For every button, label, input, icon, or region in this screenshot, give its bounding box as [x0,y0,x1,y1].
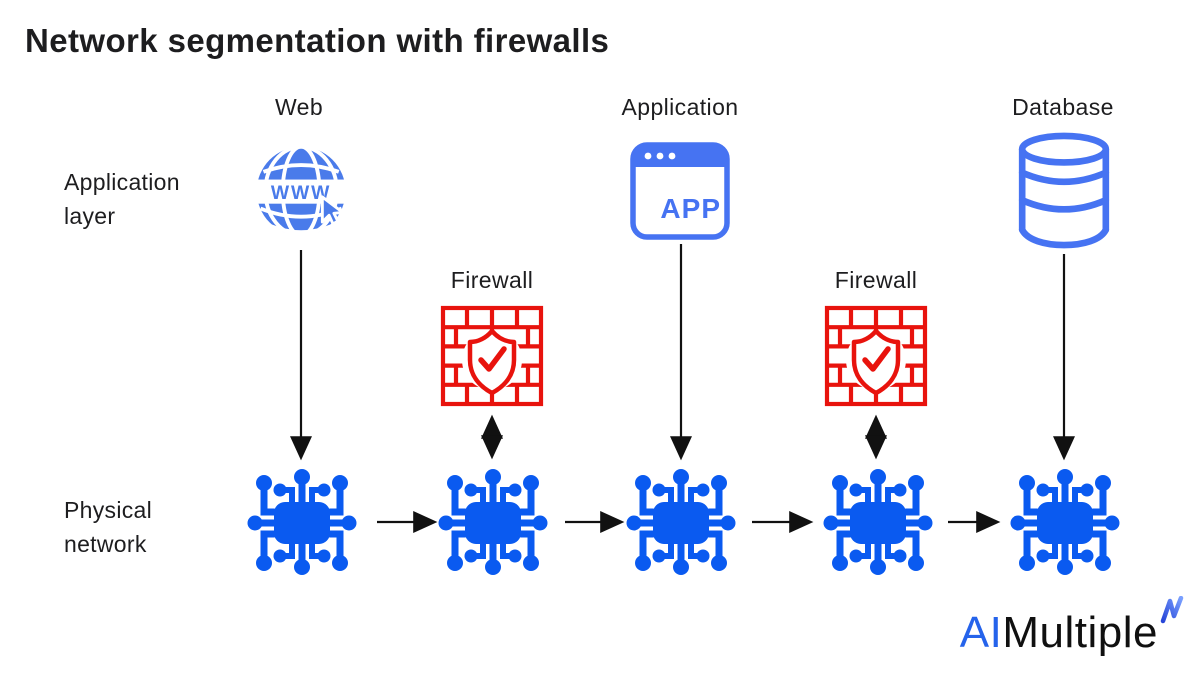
row-label-line: Physical [64,497,153,523]
column-label-database: Database [1012,94,1114,120]
brand-logo: AIMultiple [960,608,1158,658]
row-label-line: layer [64,203,116,229]
network-chip-icon [621,462,741,582]
column-label-application: Application [621,94,739,120]
logo-prefix: AI [959,608,1003,657]
physical-network-node [242,462,362,582]
row-label-line: Application [64,169,180,195]
firewall-brick-shield-icon [824,305,928,407]
network-chip-icon [1005,462,1125,582]
logo-bolt-icon [1160,596,1184,624]
row-label-line: network [64,531,147,557]
network-chip-icon [433,462,553,582]
cursor-arrow-icon [320,195,345,226]
firewall-label-right: Firewall [834,267,918,293]
physical-network-node [818,462,938,582]
network-chip-icon [818,462,938,582]
globe-www-text: WWW [271,183,331,204]
network-chip-icon [242,462,362,582]
app-window-icon: APP [630,142,730,240]
app-window-text: APP [660,193,721,224]
firewall-brick-shield-icon [440,305,544,407]
globe-www-icon: WWW [253,144,349,238]
page-title: Network segmentation with firewalls [25,22,610,59]
database-icon [1018,132,1110,249]
physical-network-node [433,462,553,582]
row-label-physical-network: Physical network [64,493,152,561]
logo-suffix: Multiple [1002,608,1158,657]
row-label-application-layer: Application layer [64,165,180,233]
physical-network-node [621,462,741,582]
physical-network-node [1005,462,1125,582]
firewall-label-left: Firewall [450,267,534,293]
column-label-web: Web [274,94,324,120]
